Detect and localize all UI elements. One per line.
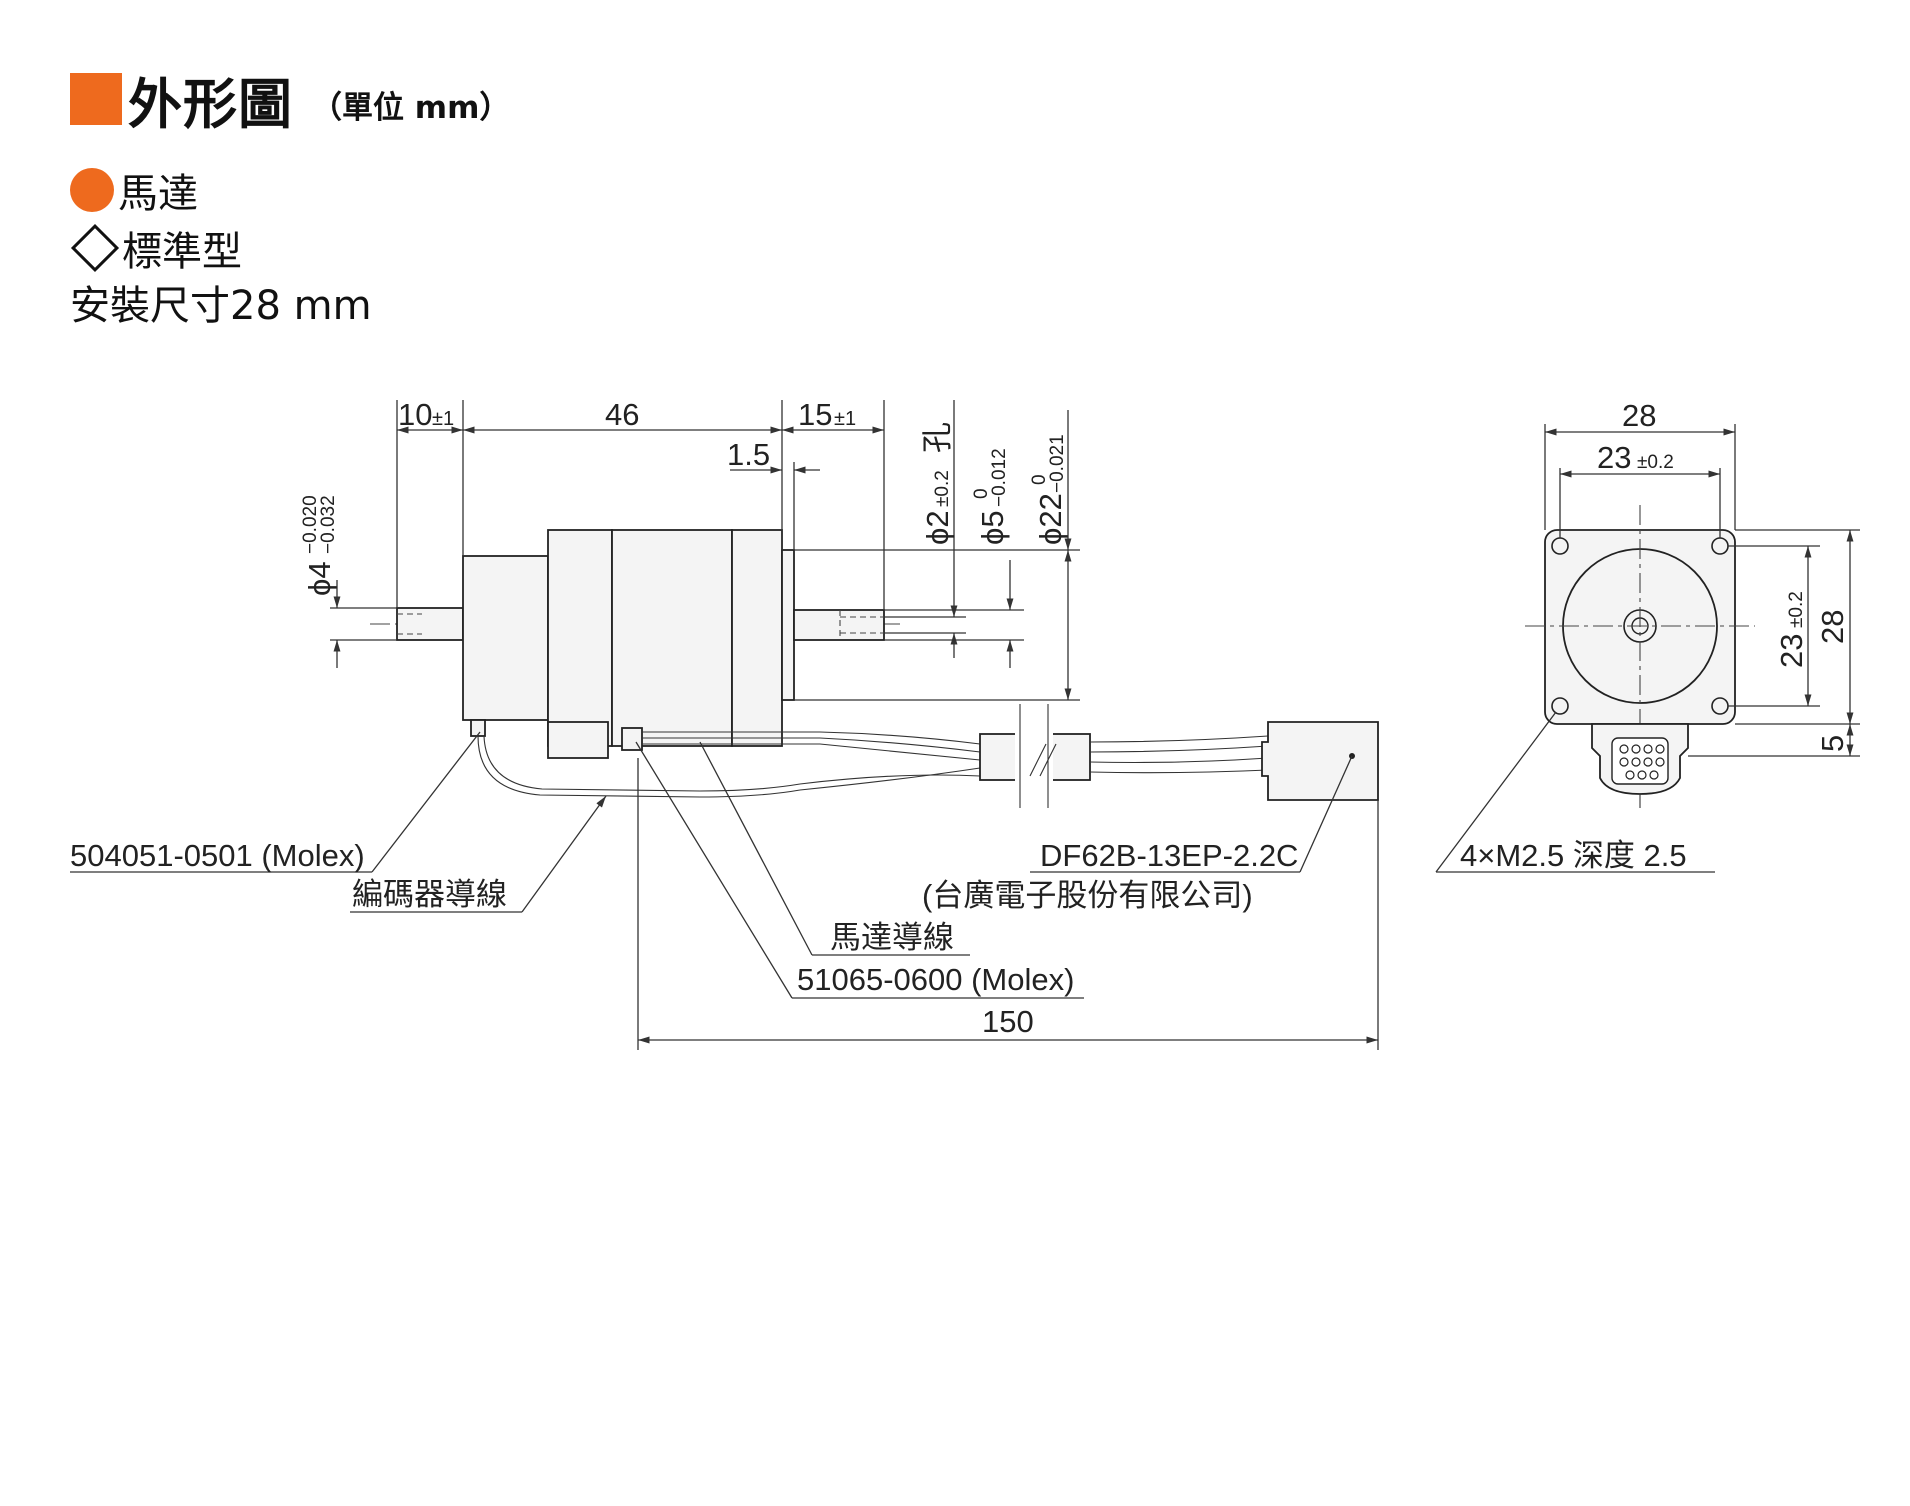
label-encoder-connector: 504051-0501 (Molex) <box>70 838 365 873</box>
dim-hole-pitch-v: 23 <box>1774 634 1809 668</box>
dim-phi22-tol-upper: 0 <box>1029 474 1050 485</box>
leader-mount-holes <box>1435 711 1557 873</box>
front-view: 28 23 ±0.2 23 ±0.2 28 5 4×M2.5 深度 2.5 <box>1435 398 1860 873</box>
label-motor-connector: 51065-0600 (Molex) <box>797 962 1074 997</box>
break-mark-1 <box>1029 743 1047 777</box>
leader-motor-lead <box>699 741 813 956</box>
dim-phi4-tol-upper: −0.020 <box>300 495 321 554</box>
pilot-step <box>781 549 795 701</box>
dim-lead-length: 150 <box>982 1004 1034 1039</box>
dim-phi4: ϕ4 <box>302 561 337 596</box>
mount-hole-bl <box>1551 697 1569 715</box>
label-end-connector: DF62B-13EP-2.2C <box>1040 838 1298 873</box>
dim-hole-pitch: 23 <box>1597 440 1631 475</box>
mounting-size-label: 安裝尺寸28 mm <box>70 283 372 329</box>
encoder-port-pins <box>1619 744 1665 780</box>
front-flange <box>462 555 549 721</box>
dim-rear-shaft: 15 <box>798 397 832 432</box>
dim-front-height: 28 <box>1815 610 1850 644</box>
dim-phi2: ϕ2 <box>920 510 955 545</box>
mounting-line: 安裝尺寸28 mm <box>70 276 372 329</box>
dim-front-width: 28 <box>1622 398 1656 433</box>
dim-front-shaft-tol: ±1 <box>432 408 454 430</box>
label-end-connector-maker: (台廣電子股份有限公司) <box>922 878 1253 913</box>
dim-port-offset: 5 <box>1815 735 1850 752</box>
motor-lead-5 <box>799 774 981 785</box>
lead-out-1 <box>1089 735 1269 743</box>
sleeve-break <box>1015 728 1053 786</box>
rear-shaft <box>793 609 885 641</box>
dim-hole-pitch-tol: ±0.2 <box>1637 452 1674 473</box>
unit-note: （單位 mm） <box>311 89 511 126</box>
dim-phi4-tol-lower: −0.032 <box>318 495 339 554</box>
motor-terminal-block <box>547 721 609 759</box>
leader-encoder-connector <box>371 731 481 873</box>
dim-phi2-tol: ±0.2 <box>932 470 953 507</box>
break-mark-2 <box>1039 743 1057 777</box>
label-encoder-lead: 編碼器導線 <box>352 877 507 912</box>
orange-circle-icon <box>70 168 114 212</box>
lead-out-3 <box>1089 757 1269 764</box>
leader-encoder-lead <box>521 795 607 913</box>
stator-front <box>547 529 613 747</box>
motor-lead-4 <box>799 767 981 791</box>
lead-out-2 <box>1089 745 1269 753</box>
dim-phi22-tol-lower: −0.021 <box>1047 434 1068 493</box>
lead-out-4 <box>1089 769 1269 774</box>
section-header: 外形圖 （單位 mm） <box>70 68 511 136</box>
end-connector <box>1261 721 1379 801</box>
motor-lead-1 <box>642 731 981 745</box>
motor-lead-3 <box>642 743 981 761</box>
rear-cap <box>731 529 783 747</box>
orange-square-icon <box>70 73 122 125</box>
page-title: 外形圖 <box>128 72 293 136</box>
leader-end-connector <box>1299 755 1353 873</box>
leader-motor-connector <box>635 741 793 999</box>
dim-body: 46 <box>605 397 639 432</box>
label-motor-lead: 馬達導線 <box>830 920 954 955</box>
type-line: 標準型 <box>70 222 242 275</box>
dim-step: 1.5 <box>727 437 770 472</box>
dim-front-shaft: 10 <box>398 397 432 432</box>
encoder-lead <box>477 735 801 798</box>
front-shaft <box>396 607 464 641</box>
dim-rear-shaft-tol: ±1 <box>834 408 856 430</box>
dim-phi22: ϕ22 <box>1033 493 1068 545</box>
dim-phi2-suffix: 孔 <box>920 422 955 453</box>
motor-lead-2 <box>642 737 981 753</box>
stator-body <box>611 529 733 747</box>
side-view: 10 ±1 46 15 ±1 1.5 ϕ4 −0.020 −0.032 <box>70 397 1379 1050</box>
dim-hole-pitch-v-tol: ±0.2 <box>1786 591 1807 628</box>
category-label: 馬達 <box>118 171 198 217</box>
category-line: 馬達 <box>70 164 198 217</box>
type-label: 標準型 <box>122 229 242 275</box>
label-mount-holes: 4×M2.5 深度 2.5 <box>1460 838 1687 873</box>
dim-phi5: ϕ5 <box>975 510 1010 545</box>
dim-phi5-tol-upper: 0 <box>971 488 992 499</box>
encoder-lead-inner <box>483 735 801 792</box>
dim-phi5-tol-lower: −0.012 <box>989 448 1010 507</box>
